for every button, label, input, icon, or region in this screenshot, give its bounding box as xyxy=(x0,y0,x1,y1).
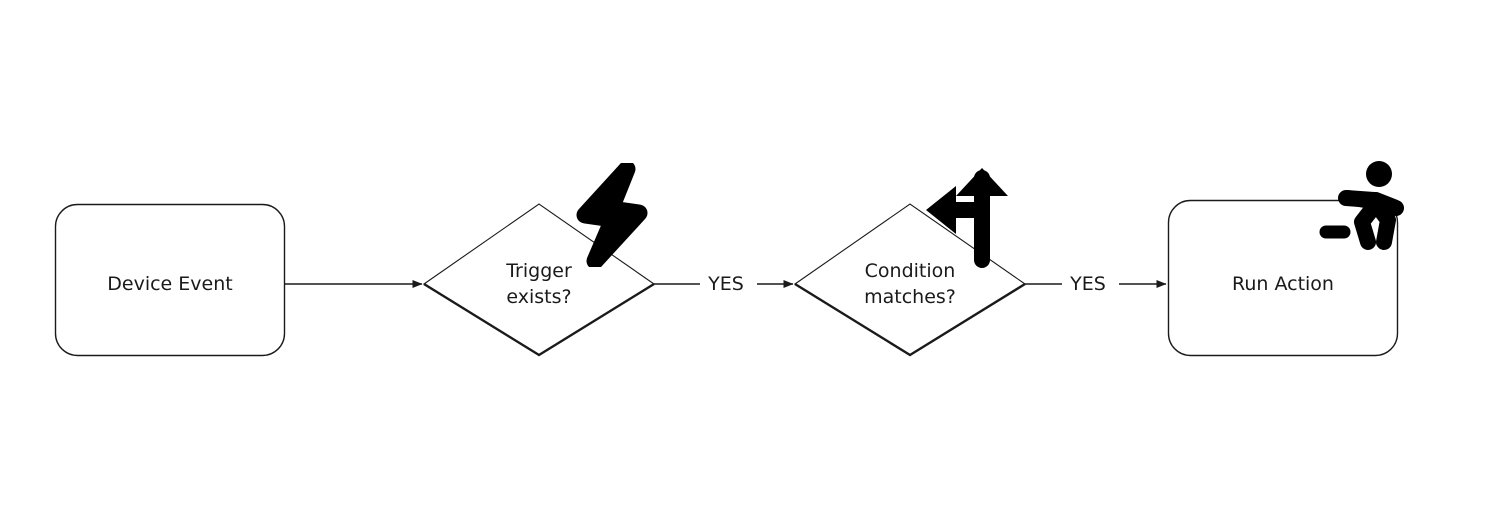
node-condition-matches-shape-emphasis xyxy=(794,282,1026,357)
node-trigger-exists-shape[interactable] xyxy=(422,203,656,356)
node-condition-matches-shape[interactable] xyxy=(793,203,1027,356)
node-device-event-shape[interactable] xyxy=(54,203,286,357)
edge-label-yes-trigger: YES xyxy=(708,273,744,295)
node-trigger-exists-shape-emphasis xyxy=(423,282,655,357)
node-run-action-shape[interactable] xyxy=(1167,199,1399,357)
edge-label-yes-condition: YES xyxy=(1070,273,1106,295)
